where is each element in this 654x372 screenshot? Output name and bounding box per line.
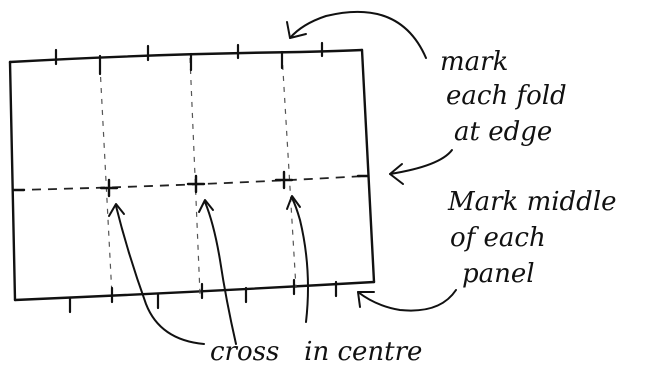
cross-mark-icon: [274, 170, 294, 190]
arrow-icon: [357, 289, 457, 312]
middle-note: Mark middle of each panel: [447, 187, 617, 289]
fold-line: [99, 65, 113, 297]
fold-note-line: at edge: [454, 117, 552, 147]
fold-note-line: each fold: [446, 81, 567, 111]
middle-note-line: of each: [450, 223, 546, 253]
top-edge-ticks: [54, 41, 324, 76]
middle-note-line: panel: [462, 259, 535, 289]
arrow-icon: [389, 149, 453, 175]
sheet-top-edge: [8, 48, 364, 64]
arrow-icon: [289, 10, 427, 59]
arrow-icon: [204, 201, 237, 345]
fold-lines: [99, 53, 297, 297]
arrow-icon: [115, 205, 205, 345]
sheet-bottom-edge: [13, 280, 376, 302]
sheet-outline: [8, 48, 376, 302]
centre-note: cross in centre: [210, 337, 422, 367]
fold-note-line: mark: [440, 47, 508, 77]
corner-note-arrow: [357, 289, 457, 312]
sheet-left-edge: [8, 60, 17, 302]
middle-note-line: Mark middle: [447, 187, 617, 217]
fold-note: mark each fold at edge: [440, 47, 567, 147]
cross-mark-icon: [99, 178, 119, 198]
centre-note-arrows: [108, 195, 309, 345]
sheet-right-edge: [360, 48, 376, 284]
centre-crosses: [99, 170, 294, 198]
fold-note-arrow: [286, 10, 427, 59]
bottom-edge-ticks: [68, 278, 338, 314]
middle-note-arrow: [389, 149, 453, 185]
cross-mark-icon: [186, 174, 206, 194]
arrow-icon: [291, 197, 309, 323]
